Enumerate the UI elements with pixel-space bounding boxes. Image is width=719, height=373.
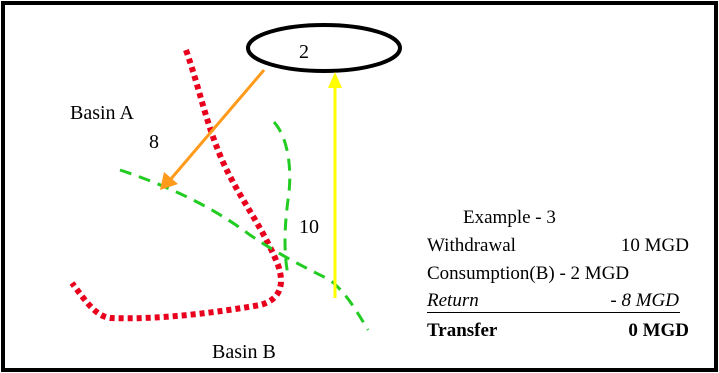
legend-row-transfer: Transfer 0 MGD [427,320,689,342]
legend-row-value: 0 MGD [628,320,689,341]
legend-row-label: Transfer [427,320,498,341]
ellipse-value-label: 2 [299,41,309,63]
legend-row-label: Withdrawal [427,235,516,256]
stream-tributary [272,121,292,276]
stream-main [119,168,370,331]
withdrawal-arrow-label: 10 [299,216,319,238]
consumption-ellipse [246,23,402,73]
legend-row-consumption: Consumption(B) - 2 MGD [427,263,629,285]
return-arrow-shaft [168,69,266,181]
return-arrow-head [160,172,178,190]
return-arrow-label: 8 [149,131,159,153]
legend-row-return: Return - 8 MGD [427,290,680,313]
legend-row-label: Return [427,290,479,311]
basin-b-label: Basin B [212,341,276,363]
legend-row-withdrawal: Withdrawal 10 MGD [427,235,689,257]
legend-title: Example - 3 [463,207,556,228]
legend-row-label: Consumption(B) - 2 MGD [427,263,630,284]
basin-divide-line [69,49,284,322]
withdrawal-arrow-head [328,72,342,88]
legend-row-value: - 8 MGD [610,290,679,311]
legend-row-value: 10 MGD [620,235,689,256]
basin-a-label: Basin A [70,102,134,124]
